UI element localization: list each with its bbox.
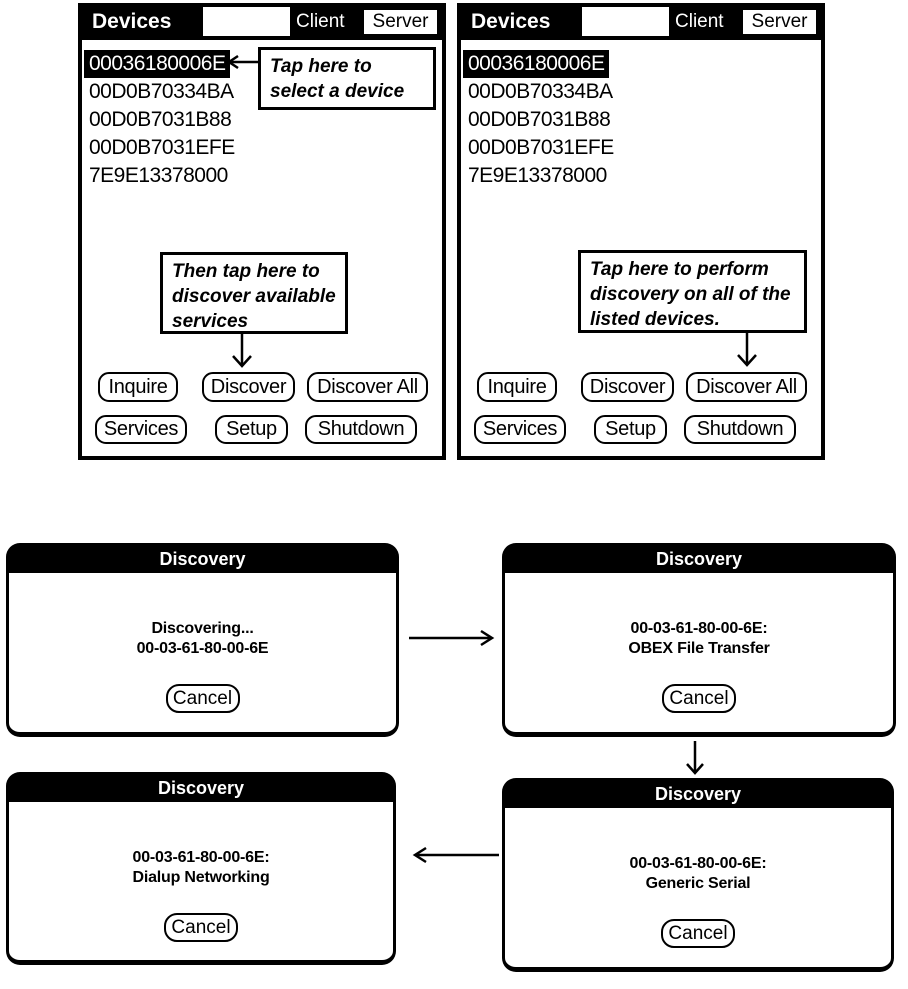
dialog-message-line2: Generic Serial [645,875,751,892]
discovery-dialog-generic-serial: Discovery 00-03-61-80-00-6E: Generic Ser… [502,778,894,972]
titlebar: Devices Client Server [82,7,442,40]
cancel-button[interactable]: Cancel [662,684,736,713]
device-list-item[interactable]: 00D0B7031B88 [468,108,611,131]
device-list-item[interactable]: 7E9E13378000 [468,164,607,187]
annotation-line: Tap here to [270,56,372,77]
titlebar-notch [582,7,669,36]
discovery-dialog-obex: Discovery 00-03-61-80-00-6E: OBEX File T… [502,543,896,737]
tab-server[interactable]: Server [741,8,818,36]
services-button[interactable]: Services [474,415,566,444]
device-list-item-selected[interactable]: 00036180006E [463,50,610,78]
annotation-line: select a device [270,81,405,102]
dialog-message-line1: 00-03-61-80-00-6E: [629,855,767,872]
dialog-message-line2: 00-03-61-80-00-6E [136,640,269,657]
flow-arrow-right-icon [409,629,495,647]
annotation-arrow-down-icon [232,334,252,368]
tab-client[interactable]: Client [675,11,724,32]
device-list-item[interactable]: 00D0B7031EFE [468,136,614,159]
devices-panel-left: Devices Client Server 00036180006E 00D0B… [78,3,446,460]
tab-client[interactable]: Client [296,11,345,32]
dialog-body: Discovering... 00-03-61-80-00-6E Cancel [9,619,396,713]
device-list-item[interactable]: 00D0B7031EFE [89,136,235,159]
device-list-item[interactable]: 7E9E13378000 [89,164,228,187]
dialog-title: Discovery [9,546,396,575]
dialog-title: Discovery [505,781,891,810]
shutdown-button[interactable]: Shutdown [305,415,417,444]
titlebar-notch [203,7,290,36]
flow-arrow-left-icon [412,846,499,864]
cancel-button[interactable]: Cancel [164,913,238,942]
flow-arrow-down-icon [686,741,704,775]
inquire-button[interactable]: Inquire [98,372,178,402]
dialog-message-line2: Dialup Networking [132,869,270,886]
annotation-line: Then tap here to [172,261,320,282]
device-list-item[interactable]: 00D0B70334BA [89,80,234,103]
device-list-item-selected[interactable]: 00036180006E [84,50,231,78]
cancel-button[interactable]: Cancel [165,684,240,713]
dialog-body: 00-03-61-80-00-6E: Generic Serial Cancel [505,854,891,948]
annotation-callout-discover-all: Tap here to perform discovery on all of … [578,250,807,333]
discover-button[interactable]: Discover [202,372,295,402]
annotation-callout-select-device: Tap here to select a device [258,47,436,110]
inquire-button[interactable]: Inquire [477,372,557,402]
annotation-line: services [172,311,249,332]
setup-button[interactable]: Setup [594,415,667,444]
cancel-button[interactable]: Cancel [661,919,735,948]
dialog-body: 00-03-61-80-00-6E: OBEX File Transfer Ca… [505,619,893,713]
annotation-line: discover available [172,286,336,307]
dialog-message-line1: 00-03-61-80-00-6E: [132,849,270,866]
devices-panel-right: Devices Client Server 00036180006E 00D0B… [457,3,825,460]
annotation-callout-discover-services: Then tap here to discover available serv… [160,252,348,334]
device-list-item[interactable]: 00D0B7031B88 [89,108,232,131]
annotation-line: Tap here to perform [590,259,769,280]
discover-all-button[interactable]: Discover All [307,372,428,402]
dialog-title: Discovery [9,775,393,804]
titlebar: Devices Client Server [461,7,821,40]
dialog-message-line1: Discovering... [151,620,254,637]
shutdown-button[interactable]: Shutdown [684,415,796,444]
discovery-dialog-dialup: Discovery 00-03-61-80-00-6E: Dialup Netw… [6,772,396,965]
discover-button[interactable]: Discover [581,372,674,402]
setup-button[interactable]: Setup [215,415,288,444]
annotation-arrow-down-icon [737,333,757,367]
device-list-item[interactable]: 00D0B70334BA [468,80,613,103]
discovery-dialog-discovering: Discovery Discovering... 00-03-61-80-00-… [6,543,399,737]
screen-title: Devices [471,10,551,33]
discover-all-button[interactable]: Discover All [686,372,807,402]
services-button[interactable]: Services [95,415,187,444]
annotation-arrow-left-icon [226,54,259,70]
dialog-message-line2: OBEX File Transfer [628,640,770,657]
dialog-body: 00-03-61-80-00-6E: Dialup Networking Can… [9,848,393,942]
dialog-title: Discovery [505,546,893,575]
dialog-message-line1: 00-03-61-80-00-6E: [630,620,768,637]
annotation-line: discovery on all of the [590,284,791,305]
tab-server[interactable]: Server [362,8,439,36]
annotation-line: listed devices. [590,309,720,330]
screen-title: Devices [92,10,172,33]
